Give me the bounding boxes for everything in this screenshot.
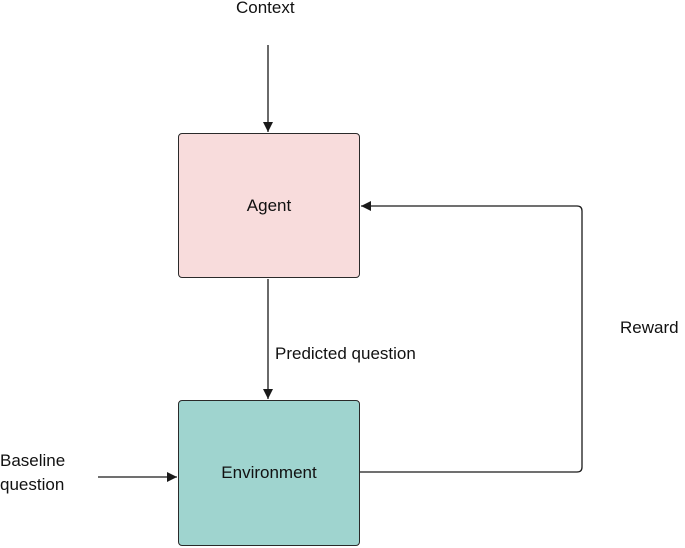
- environment-label: Environment: [221, 463, 317, 482]
- context-label: Context: [236, 0, 295, 17]
- agent-node: Agent: [178, 133, 360, 278]
- predicted-question-label: Predicted question: [275, 344, 416, 363]
- environment-node: Environment: [178, 400, 360, 546]
- reward-label: Reward: [620, 318, 679, 337]
- baseline-question-label-line1: Baseline: [0, 451, 66, 470]
- reward-arrow: [360, 201, 583, 473]
- agent-label: Agent: [246, 195, 292, 215]
- baseline-question-label-line2: question: [0, 475, 65, 494]
